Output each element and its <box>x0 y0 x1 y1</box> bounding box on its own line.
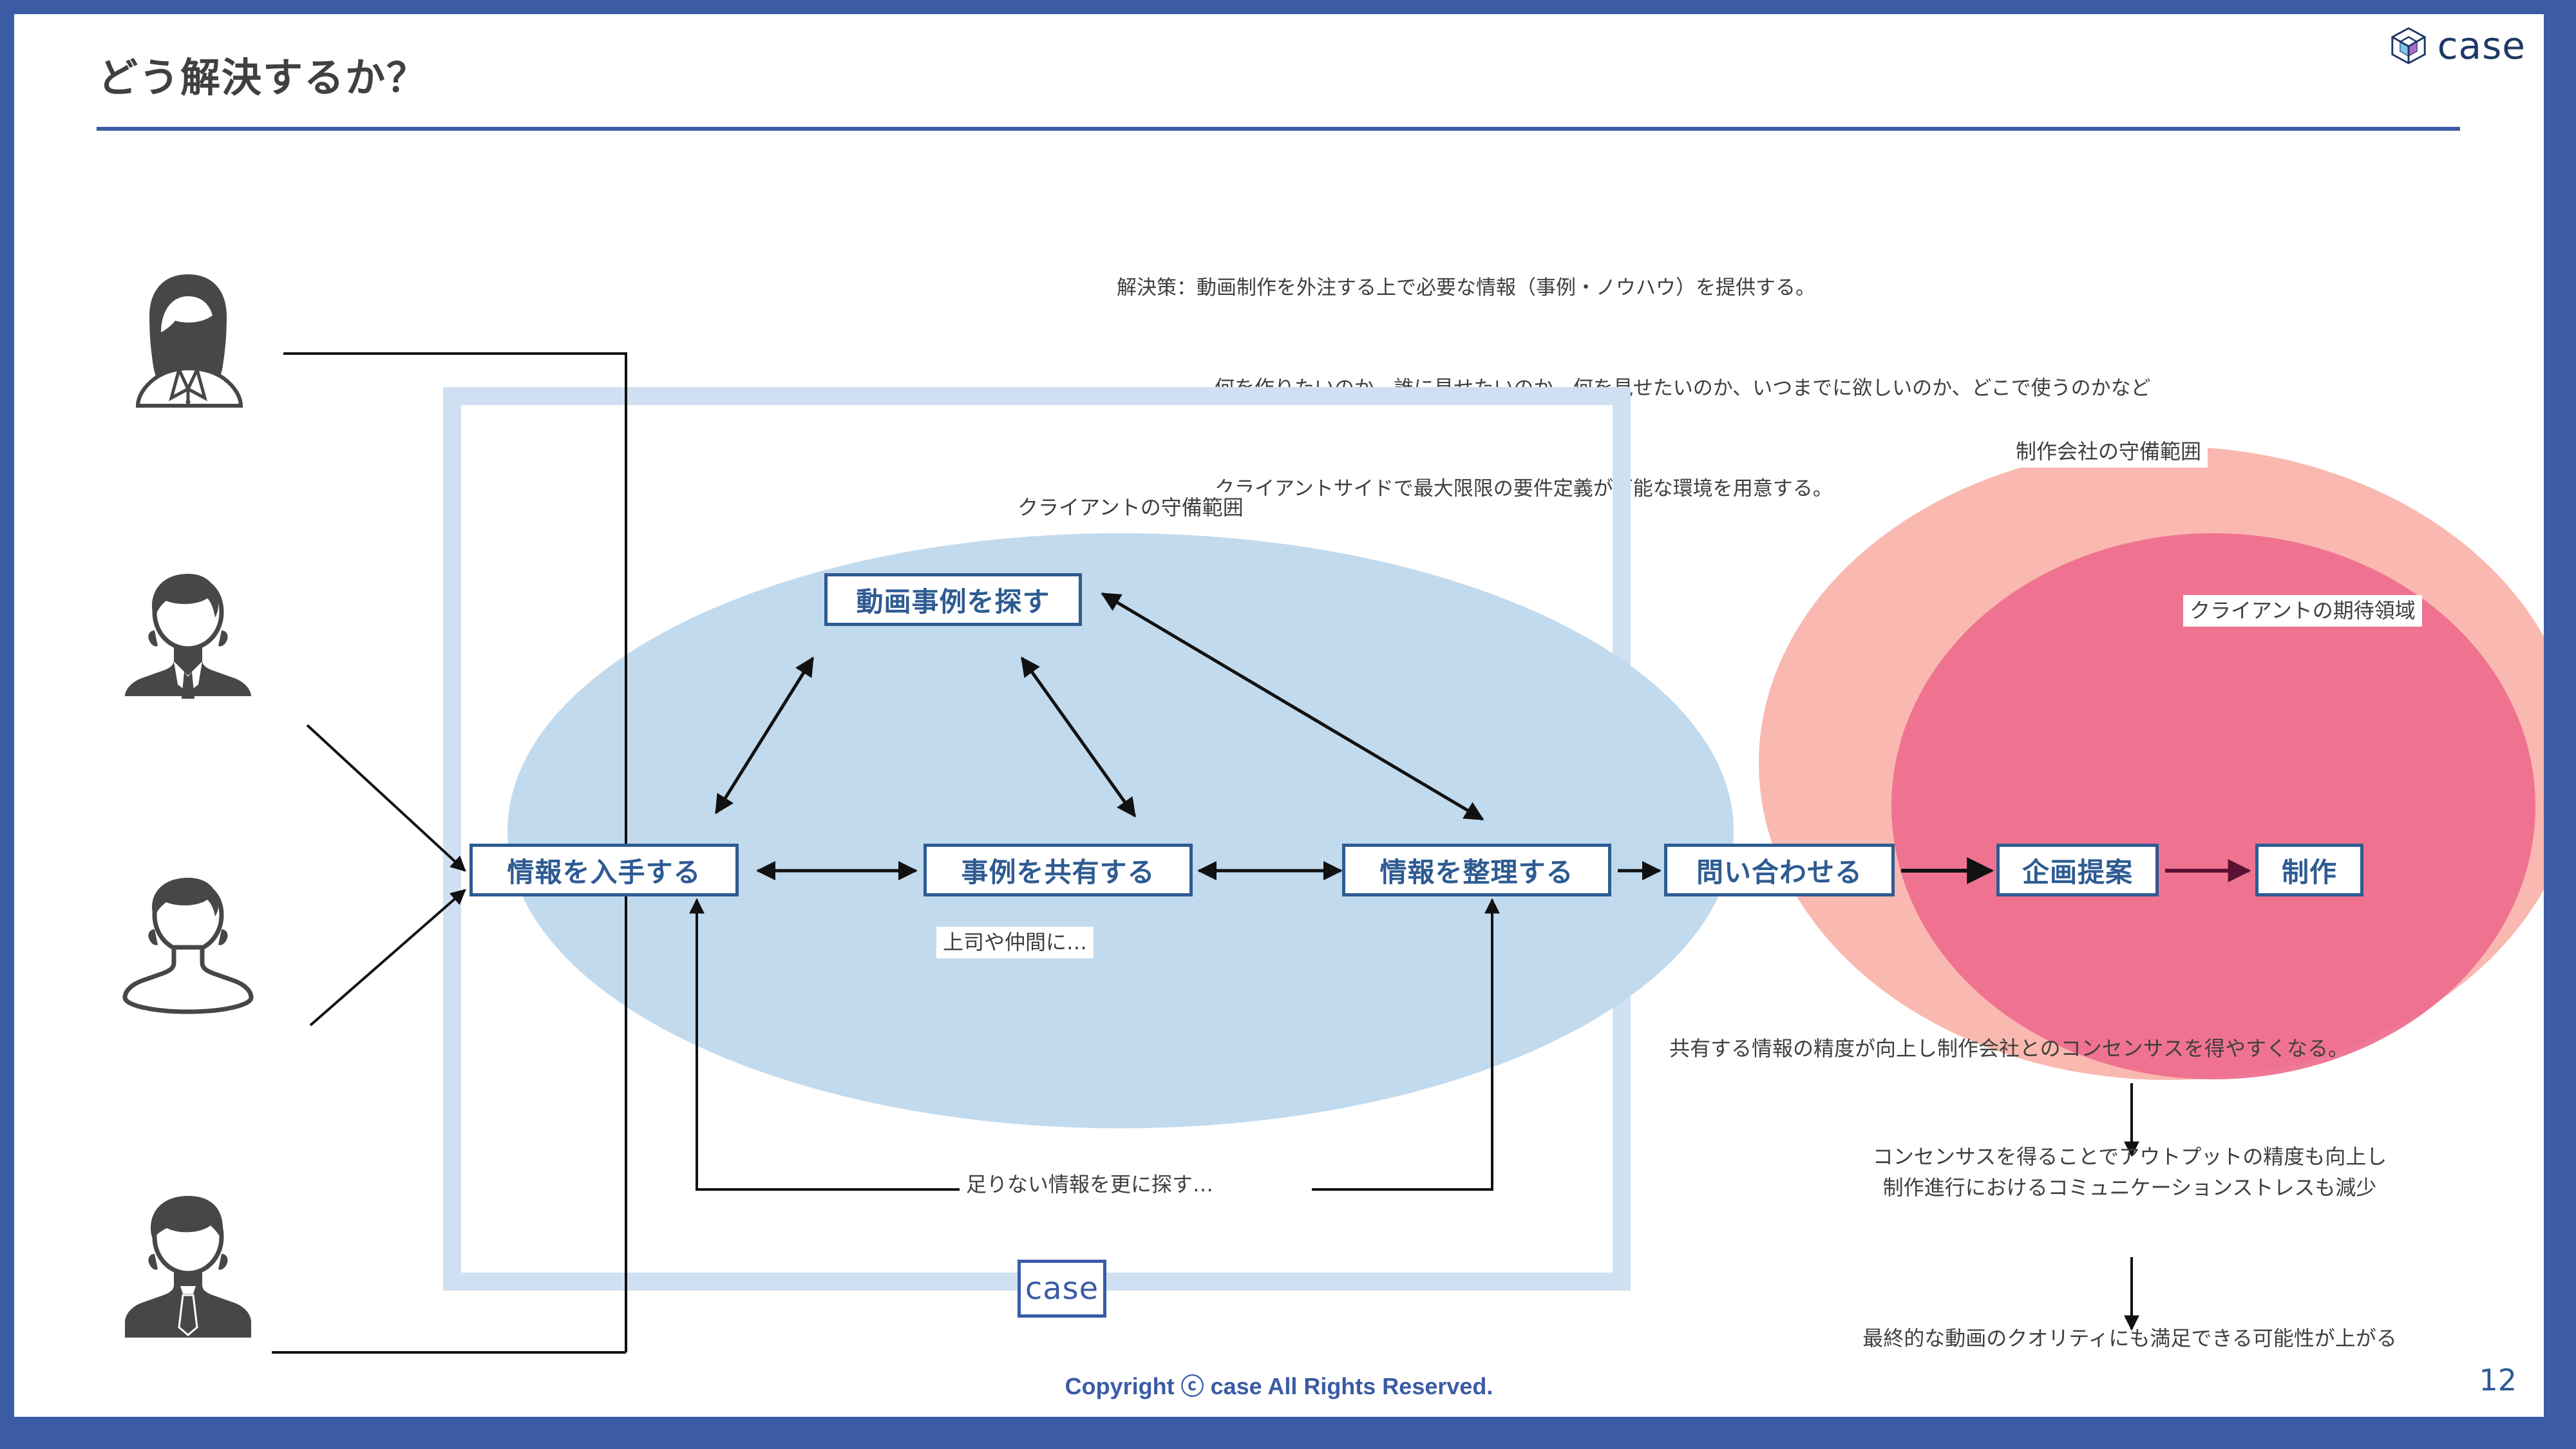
node-get-information[interactable]: 情報を入手する <box>469 844 739 896</box>
annotation-boss-and-peers: 上司や仲間に… <box>936 927 1094 959</box>
diagram-canvas <box>272 352 2544 1354</box>
client-scope-label: クライアントの守備範囲 <box>1011 492 1250 524</box>
node-find-examples[interactable]: 動画事例を探す <box>824 573 1082 626</box>
person-man-outline-icon <box>117 867 259 1016</box>
solution-line-3: クライアントサイドで最大限限の要件定義が可能な環境を用意する。 <box>1215 477 1833 500</box>
persona-2-connector <box>306 724 466 872</box>
arrow-get-to-find <box>714 656 815 815</box>
solution-line-3-wrap: クライアントサイドで最大限限の要件定義が可能な環境を用意する。 <box>1117 472 2151 506</box>
person-woman-long-hair-icon <box>117 265 259 413</box>
annotation-search-more: 足りない情報を更に探す… <box>960 1169 1220 1201</box>
loop-search-more-left <box>689 898 961 1191</box>
footer-bar <box>14 1435 2544 1449</box>
solution-line-1: 解決策：動画制作を外注する上で必要な情報（事例・ノウハウ）を提供する。 <box>1117 276 1815 299</box>
loop-search-more-right <box>1312 898 1500 1191</box>
slide-page: どう解決するか？ case 解決策：動画制作を外注する上で必要な情報（事例・ノウ… <box>14 14 2544 1417</box>
person-man-suit-dark-icon <box>117 1189 259 1338</box>
case-logo-box: case <box>1018 1260 1106 1318</box>
client-expectation-ellipse <box>1891 533 2535 1079</box>
page-number: 12 <box>2479 1363 2517 1397</box>
arrow-organize-to-find <box>1101 592 1484 821</box>
cube-icon <box>2389 26 2429 66</box>
annotation-consensus: 共有する情報の精度が向上し制作会社とのコンセンサスを得やすくなる。 <box>1669 1036 2349 1061</box>
client-scope-ellipse <box>507 533 1734 1128</box>
annotation-output-quality-line2: 制作進行におけるコミュニケーションストレスも減少 <box>1882 1175 2377 1200</box>
persona-1-connector <box>283 352 627 1352</box>
annotation-output-quality-line1: コンセンサスを得ることでアウトプットの精度も向上し <box>1872 1144 2387 1169</box>
copyright-text: Copyright ⓒ case All Rights Reserved. <box>1065 1373 1493 1399</box>
annotation-final-quality: 最終的な動画のクオリティにも満足できる可能性が上がる <box>1862 1326 2397 1350</box>
persona-3-connector <box>309 889 466 1027</box>
node-organize-information[interactable]: 情報を整理する <box>1342 844 1611 896</box>
node-proposal[interactable]: 企画提案 <box>1996 844 2159 896</box>
logo-wordmark: case <box>2437 24 2526 68</box>
node-production[interactable]: 制作 <box>2255 844 2363 896</box>
page-title: どう解決するか？ <box>98 56 428 100</box>
title-underline <box>97 127 2460 131</box>
client-expectation-label: クライアントの期待領域 <box>2183 595 2422 627</box>
production-scope-label: 制作会社の守備範囲 <box>2009 436 2208 468</box>
node-share-examples[interactable]: 事例を共有する <box>923 844 1193 896</box>
person-man-suit-icon <box>117 565 259 713</box>
node-inquire[interactable]: 問い合わせる <box>1664 844 1895 896</box>
case-logo: case <box>2389 19 2526 72</box>
